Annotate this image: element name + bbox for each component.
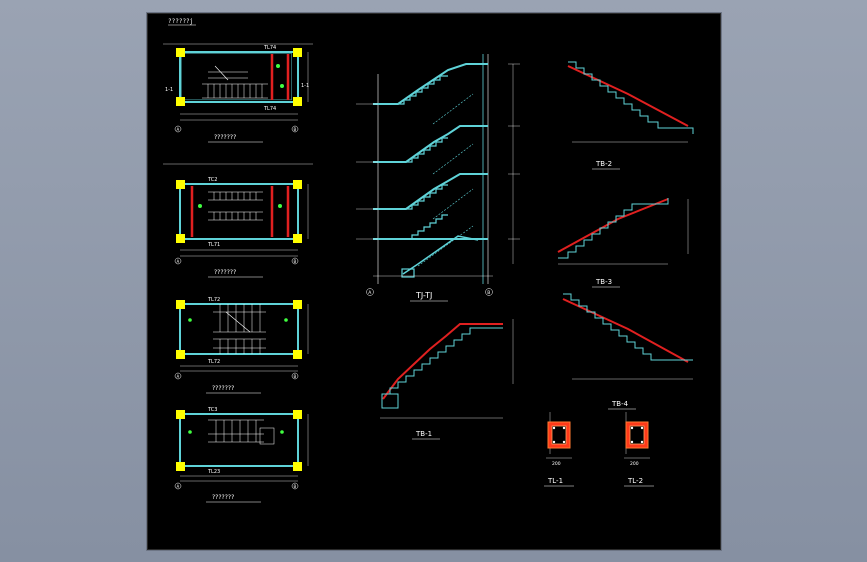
plan1-axis-a: A [177,127,180,132]
plan-2[interactable]: TC2 TL71 A B ??????? [163,163,313,278]
plan2-caption: ??????? [214,269,236,276]
column [176,97,185,106]
section-tj[interactable]: A B TJ-TJ [356,54,520,302]
plan4-caption: ??????? [212,494,234,501]
plan3-mark-bottom: TL72 [207,359,220,365]
tb3-caption: TB-3 [595,278,612,286]
section-axis-a: A [368,290,372,296]
section-axis-b: B [487,290,490,296]
plan2-axis-b: B [294,259,297,264]
plan4-axis-a: A [177,484,180,489]
column [293,48,302,57]
column [176,48,185,57]
plan1-caption: ??????? [214,134,236,141]
plan3-axis-a: A [177,374,180,379]
tb4-caption: TB-4 [611,400,629,408]
detail-tl1[interactable]: 200 TL-1 [544,412,574,487]
tl2-caption: TL-2 [627,477,643,485]
section-caption: TJ-TJ [415,291,432,300]
column [176,410,185,419]
plan3-axis-b: B [294,374,297,379]
column [176,300,185,309]
plan2-axis-a: A [177,259,180,264]
column [293,180,302,189]
plan1-left-tag: 1-1 [165,87,173,93]
plan4-mark-top: TC3 [207,407,217,413]
column [293,300,302,309]
drawing-sheet[interactable]: ??????j [147,13,721,550]
detail-tb2[interactable]: TB-2 [567,61,694,170]
column [176,180,185,189]
sheet-title: ??????j [168,18,193,25]
column [176,350,185,359]
stair-drawing: ??????j [163,18,694,503]
plan4-axis-b: B [294,484,297,489]
plan-1[interactable]: TL74 TL74 1-1 1-1 A B ??????? [163,43,313,143]
column [293,462,302,471]
plan3-mark-top: TL72 [207,297,220,303]
tb2-caption: TB-2 [595,160,612,168]
column [293,350,302,359]
detail-tb4[interactable]: TB-4 [562,293,693,410]
plan2-mark-top: TC2 [207,177,217,183]
plan-3[interactable]: TL72 TL72 A B ??????? [174,297,309,394]
plan1-mark-bottom: TL74 [263,106,276,112]
tl1-caption: TL-1 [547,477,563,485]
column [176,462,185,471]
plan1-mark-top: TL74 [263,45,276,51]
detail-tl2[interactable]: 200 TL-2 [624,412,654,487]
tb1-caption: TB-1 [415,430,432,438]
detail-tb3[interactable]: TB-3 [557,198,689,288]
plan4-mark-bottom: TL23 [207,469,220,475]
plan2-mark-bottom: TL71 [207,242,220,248]
plan1-right-tag: 1-1 [301,83,309,89]
column [293,234,302,243]
tl1-dim: 200 [552,461,561,467]
plan1-axis-b: B [294,127,297,132]
column [176,234,185,243]
detail-tb1[interactable]: TB-1 [380,319,514,440]
plan3-caption: ??????? [212,385,234,392]
column [293,410,302,419]
plan-4[interactable]: TC3 TL23 A B ??????? [174,407,309,503]
tl2-dim: 200 [630,461,639,467]
column [293,97,302,106]
